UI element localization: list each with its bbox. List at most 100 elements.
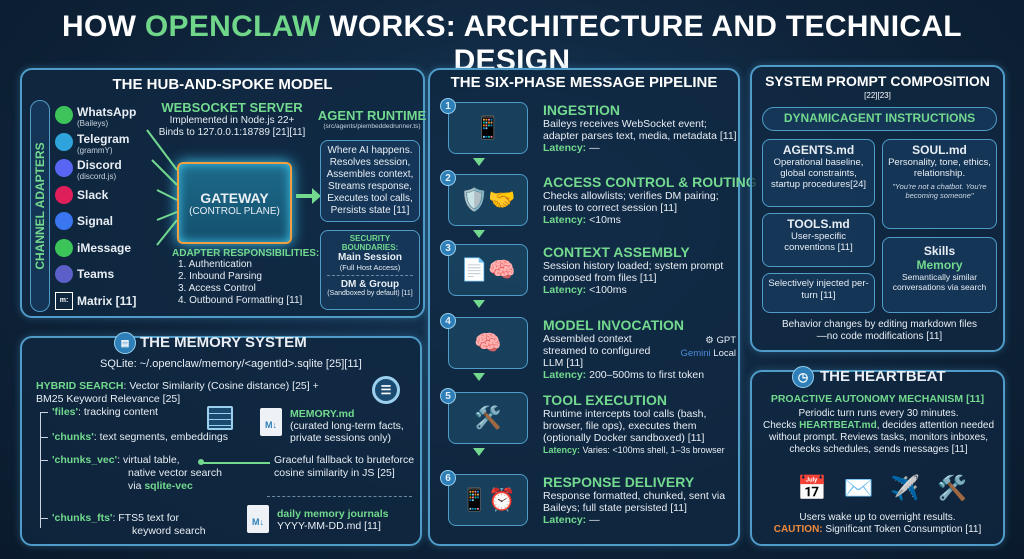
- step-title: INGESTION: [543, 102, 621, 118]
- step-arrow: [473, 373, 485, 381]
- memory-table-item: 'chunks_vec': virtual table,native vecto…: [40, 454, 222, 493]
- heartbeat-title: THE HEARTBEAT: [820, 368, 946, 385]
- step-title: CONTEXT ASSEMBLY: [543, 244, 690, 260]
- hub-and-spoke-panel: THE HUB-AND-SPOKE MODEL CHANNEL ADAPTERS…: [20, 68, 426, 318]
- runtime-line: Assembles context,: [326, 169, 414, 180]
- fallback-connector: [200, 462, 270, 464]
- step-number: 1: [440, 98, 456, 114]
- step-description: Runtime intercepts tool calls (bash, bro…: [543, 408, 707, 444]
- step-latency: Latency: —: [543, 142, 600, 154]
- system-prompt-panel: SYSTEM PROMPT COMPOSITION [22][23] DYNAM…: [750, 65, 1005, 352]
- step-text: TOOL EXECUTION Runtime intercepts tool c…: [543, 392, 738, 457]
- hub-title: THE HUB-AND-SPOKE MODEL: [112, 76, 333, 93]
- runtime-line: Executes tool calls,: [327, 193, 413, 204]
- websocket-bind: Binds to 127.0.0.1:18789 [21][11]: [158, 127, 306, 138]
- phone-message-icon: 📱: [448, 102, 528, 154]
- step-latency: Latency: —: [543, 514, 600, 526]
- prompt-footer: Behavior changes by editing markdown fil…: [781, 319, 978, 342]
- connector-dot: [198, 459, 204, 465]
- step-latency: Latency: Varies: <100ms shell, 1–3s brow…: [543, 445, 725, 455]
- step-text: INGESTION Baileys receives WebSocket eve…: [543, 102, 738, 155]
- divider: [267, 496, 412, 497]
- heartbeat-subtitle: PROACTIVE AUTONOMY MECHANISM [11]: [770, 393, 985, 405]
- airplane-icon: ✈️: [890, 475, 921, 502]
- step-description: Session history loaded; system prompt co…: [543, 260, 724, 284]
- slack-icon: [55, 185, 73, 204]
- memory-table-item: 'chunks': text segments, embeddings: [40, 431, 228, 444]
- signal-icon: [55, 212, 73, 230]
- tools-icon: 🛠️: [937, 475, 967, 502]
- skills-memory-card: Skills Memory Semantically similar conve…: [882, 237, 997, 313]
- step-text: RESPONSE DELIVERY Response formatted, ch…: [543, 474, 738, 527]
- step-number: 6: [440, 470, 456, 486]
- whatsapp-icon: [55, 106, 73, 124]
- shield-handshake-icon: 🛡️🤝: [448, 174, 528, 226]
- journal-title: daily memory journals: [277, 508, 389, 520]
- responsibilities-title: ADAPTER RESPONSIBILITIES:: [172, 248, 320, 259]
- model-logos: ⚙ GPT Gemini Local: [680, 335, 736, 359]
- memory-title: THE MEMORY SYSTEM: [140, 334, 307, 351]
- step-title: MODEL INVOCATION: [543, 317, 685, 333]
- runtime-line: Where AI happens.: [327, 145, 413, 156]
- channel-item: Matrix [11]: [77, 293, 137, 308]
- step-text: MODEL INVOCATION Assembled context strea…: [543, 317, 738, 382]
- search-icon: ☰: [372, 376, 400, 404]
- journal-file-icon: M↓: [247, 505, 269, 533]
- channel-item: Telegram(grammY): [77, 131, 130, 155]
- tools-icon: 🛠️: [448, 392, 528, 444]
- step-arrow: [473, 158, 485, 166]
- step-description: Assembled context streamed to configured…: [543, 333, 651, 369]
- step-description: Checks allowlists; verifies DM pairing; …: [543, 190, 719, 214]
- pipeline-panel: THE SIX-PHASE MESSAGE PIPELINE 📱1 INGEST…: [428, 68, 757, 546]
- step-title: TOOL EXECUTION: [543, 392, 667, 408]
- memory-system-panel: ▤ THE MEMORY SYSTEM SQLite: ~/.openclaw/…: [20, 332, 422, 546]
- responsibility-item: 2. Inbound Parsing: [178, 271, 262, 282]
- channel-item: Discord(discord.js): [77, 158, 122, 181]
- matrix-icon: m:: [55, 291, 73, 310]
- soul-md-card: SOUL.md Personality, tone, ethics, relat…: [882, 139, 997, 229]
- tools-md-card: TOOLS.md User-specific conventions [11]: [762, 213, 875, 267]
- channel-adapters-label: CHANNEL ADAPTERS: [30, 100, 50, 312]
- book-icon: ▤: [114, 332, 136, 354]
- heartbeat-icons: 📅 ✉️ ✈️ 🛠️: [797, 474, 967, 504]
- responsibility-item: 1. Authentication: [178, 259, 252, 270]
- runtime-line: Persists state [11]: [330, 205, 410, 216]
- heartbeat-description: Periodic turn runs every 30 minutes. Che…: [762, 408, 995, 455]
- step-number: 3: [440, 240, 456, 256]
- channel-item: iMessage: [77, 240, 132, 255]
- hybrid-search: HYBRID SEARCH: Vector Similarity (Cosine…: [36, 380, 319, 405]
- gateway-to-runtime-arrow: [296, 194, 314, 198]
- step-text: ACCESS CONTROL & ROUTING Checks allowlis…: [543, 174, 757, 227]
- step-latency: Latency: <10ms: [543, 214, 621, 226]
- runtime-line: Streams response,: [328, 181, 412, 192]
- agents-md-card: AGENTS.md Operational baseline, global c…: [762, 139, 875, 207]
- tree-line: [40, 412, 41, 528]
- channel-item: WhatsApp(Baileys): [77, 105, 137, 128]
- selective-injection-card: Selectively injected per-turn [11]: [762, 273, 875, 313]
- heartbeat-footer: Users wake up to overnight results. CAUT…: [773, 512, 982, 535]
- agent-runtime-box: Where AI happens.Resolves session,Assemb…: [320, 140, 420, 222]
- imessage-icon: [55, 238, 73, 257]
- gateway-cube: GATEWAY (CONTROL PLANE): [177, 162, 292, 244]
- arrow-head: [312, 188, 321, 204]
- memory-file-title: MEMORY.md: [290, 408, 355, 420]
- phone-clock-icon: 📱⏰: [448, 474, 528, 526]
- channel-item: Slack: [77, 187, 109, 202]
- documents-brain-icon: 📄🧠: [448, 244, 528, 296]
- mail-icon: ✉️: [843, 475, 874, 502]
- step-title: ACCESS CONTROL & ROUTING: [543, 174, 757, 190]
- calendar-icon: 📅: [797, 475, 827, 502]
- websocket-title: WEBSOCKET SERVER: [161, 100, 303, 115]
- page-title: HOW OPENCLAW WORKS: ARCHITECTURE AND TEC…: [62, 10, 962, 77]
- step-description: Baileys receives WebSocket event; adapte…: [543, 118, 737, 142]
- table-icon: [207, 406, 233, 430]
- websocket-detail: Implemented in Node.js 22+: [169, 115, 295, 126]
- pipeline-title: THE SIX-PHASE MESSAGE PIPELINE: [450, 74, 718, 91]
- heartbeat-panel: ◷ THE HEARTBEAT PROACTIVE AUTONOMY MECHA…: [750, 366, 1005, 546]
- sqlite-path: SQLite: ~/.openclaw/memory/<agentId>.sql…: [100, 358, 362, 370]
- markdown-file-icon: M↓: [260, 408, 282, 436]
- channel-item: Signal: [77, 214, 114, 228]
